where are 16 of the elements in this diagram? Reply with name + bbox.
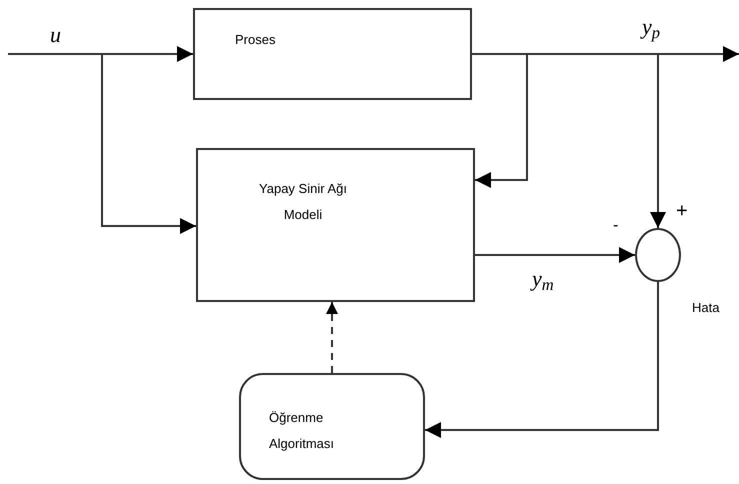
arrow — [425, 282, 659, 438]
process-box — [193, 8, 472, 100]
arrow — [475, 247, 635, 263]
rounded-box — [239, 373, 425, 480]
arrow — [8, 46, 193, 62]
process-box — [196, 148, 475, 302]
arrow — [472, 53, 528, 188]
dashed-arrow — [326, 302, 338, 373]
sign-label: + — [676, 199, 688, 224]
summing-junction-circle — [635, 228, 681, 282]
arrow — [101, 54, 196, 234]
arrow — [472, 53, 666, 228]
sign-label: - — [613, 216, 618, 236]
node-label: Öğrenme Algoritması — [269, 409, 336, 453]
node-label: Yapay Sinir Ağı Modeli — [258, 180, 348, 224]
node-label: Proses — [235, 31, 276, 49]
